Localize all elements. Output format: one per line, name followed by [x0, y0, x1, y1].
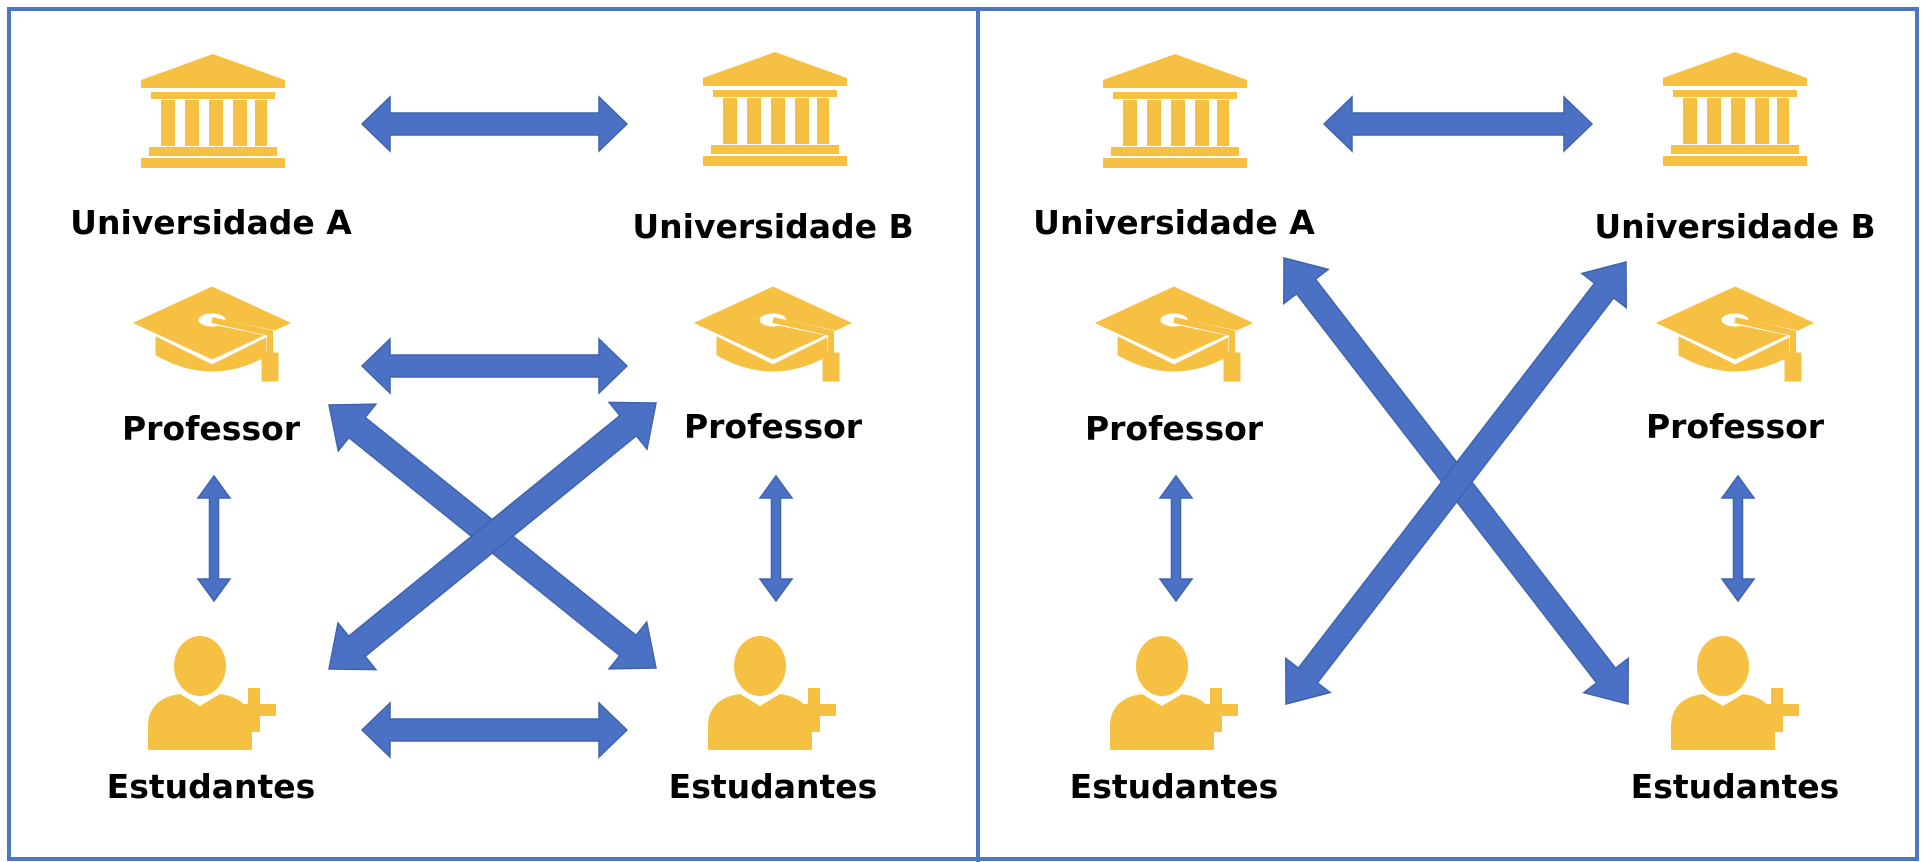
double-arrow-professor-a-b: [360, 337, 629, 395]
arrow-shape: [1285, 261, 1627, 705]
university-building-icon: [703, 52, 847, 166]
double-arrow-university-b-students-a: [1285, 261, 1627, 705]
university-building-icon: [1663, 52, 1807, 166]
professor-a-label: Professor: [122, 409, 301, 448]
double-arrow-students-a-b: [360, 701, 629, 759]
university-b-label: Universidade B: [1594, 207, 1875, 246]
add-user-icon: [1671, 636, 1799, 750]
university-a-label: Universidade A: [70, 203, 352, 242]
arrow-shape: [328, 401, 657, 671]
double-arrow-university-a-b: [1322, 95, 1594, 153]
university-building-icon: [141, 54, 285, 168]
students-a-label: Estudantes: [1070, 767, 1279, 806]
professor-b-label: Professor: [1646, 407, 1825, 446]
graduation-cap-icon: [1096, 287, 1252, 381]
arrow-shape: [1158, 474, 1194, 603]
professor-a-label: Professor: [1085, 409, 1264, 448]
university-building-icon: [1103, 54, 1247, 168]
outer-frame: [7, 7, 1919, 861]
arrow-shape: [1720, 474, 1756, 603]
double-arrow-professor-b-students-a: [328, 401, 657, 671]
double-arrow-professor-b-students-b: [1720, 474, 1756, 603]
arrow-shape: [360, 95, 629, 153]
students-b-label: Estudantes: [669, 767, 878, 806]
arrow-shape: [1322, 95, 1594, 153]
graduation-cap-icon: [1657, 287, 1813, 381]
double-arrow-professor-a-students-a: [196, 474, 232, 603]
double-arrow-university-a-b: [360, 95, 629, 153]
double-arrow-professor-b-students-b: [758, 474, 794, 603]
graduation-cap-icon: [134, 287, 290, 381]
students-a-label: Estudantes: [107, 767, 316, 806]
university-b-label: Universidade B: [632, 207, 913, 246]
add-user-icon: [1110, 636, 1238, 750]
add-user-icon: [148, 636, 276, 750]
graduation-cap-icon: [695, 287, 851, 381]
arrow-shape: [360, 337, 629, 395]
left-panel: Universidade A Universidade B Professor …: [70, 52, 914, 806]
arrow-shape: [360, 701, 629, 759]
university-a-label: Universidade A: [1033, 203, 1315, 242]
professor-b-label: Professor: [684, 407, 863, 446]
arrow-shape: [758, 474, 794, 603]
right-panel: Universidade A Universidade B Professor …: [1033, 52, 1876, 806]
double-arrow-professor-a-students-a: [1158, 474, 1194, 603]
arrow-shape: [196, 474, 232, 603]
students-b-label: Estudantes: [1631, 767, 1840, 806]
add-user-icon: [708, 636, 836, 750]
